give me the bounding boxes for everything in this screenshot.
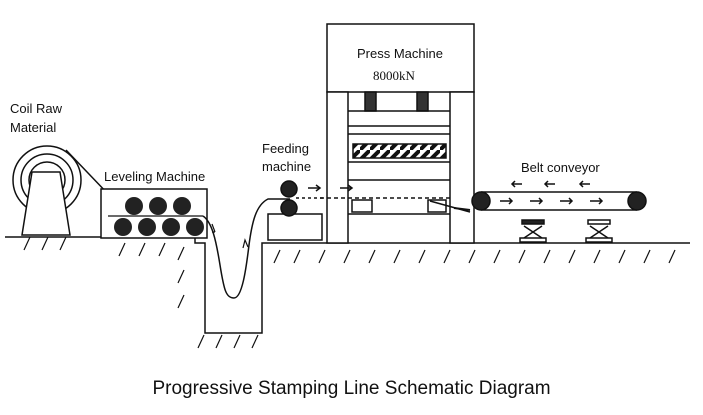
conveyor-stand	[519, 219, 613, 243]
coil-label-line1: Coil Raw	[10, 101, 63, 116]
feeding-label-line1: Feeding	[262, 141, 309, 156]
ground	[5, 236, 690, 334]
leveling-label: Leveling Machine	[104, 169, 205, 184]
feeding-machine	[267, 180, 325, 241]
leveling-roller	[114, 197, 204, 236]
press-machine	[320, 23, 475, 244]
press-force-label: 8000kN	[373, 68, 416, 83]
diagram-caption: Progressive Stamping Line Schematic Diag…	[152, 378, 551, 399]
feeding-label-line2: machine	[262, 159, 311, 174]
belt-conveyor	[471, 180, 647, 211]
ground-hatching	[23, 236, 676, 349]
press-label: Press Machine	[357, 46, 443, 61]
belt-label: Belt conveyor	[521, 160, 600, 175]
loop-arrow-icon	[211, 223, 249, 249]
coil-raw-material	[12, 145, 111, 236]
coil-label-line2: Material	[10, 120, 56, 135]
material-loop	[202, 198, 290, 299]
